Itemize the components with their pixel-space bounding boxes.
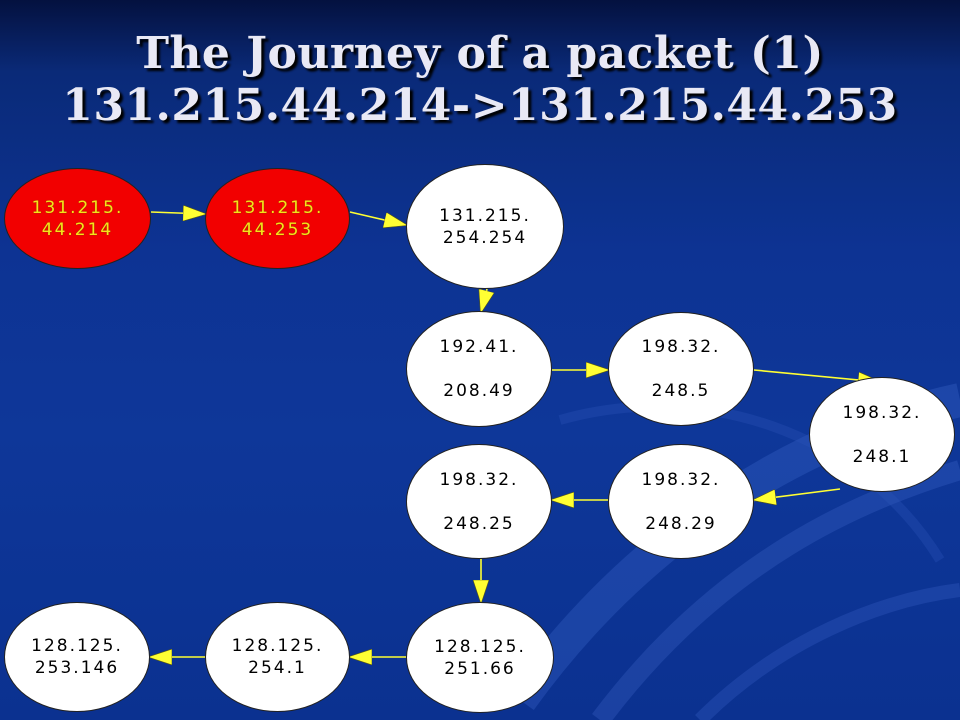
node-label-line2: 248.1 — [852, 446, 912, 467]
node-label-line1: 131.215. — [231, 197, 324, 218]
title-line-1: The Journey of a packet (1) — [136, 28, 824, 79]
node-n5: 198.32. 248.5 — [608, 312, 754, 426]
node-label-line1: 128.125. — [31, 636, 123, 656]
node-label-line2: 44.253 — [241, 219, 314, 240]
node-label-line2: 248.5 — [651, 381, 711, 401]
node-label-line1: 198.32. — [641, 337, 721, 357]
arrow-n6-to-n7 — [754, 488, 841, 500]
node-label-line2: 248.25 — [443, 513, 515, 534]
node-n2: 131.215. 44.253 — [205, 168, 350, 269]
arrow-n3-to-n4 — [481, 289, 487, 312]
node-label-line1: 131.215. — [31, 197, 124, 218]
node-label-line2: 44.214 — [41, 219, 114, 240]
node-label-line2: 248.29 — [645, 513, 717, 534]
title-line-2: 131.215.44.214->131.215.44.253 — [62, 80, 898, 131]
node-n7: 198.32. 248.29 — [608, 444, 754, 559]
node-label-line2: 254.254 — [442, 227, 528, 248]
node-n9: 128.125. 251.66 — [406, 602, 554, 713]
node-n1: 131.215. 44.214 — [4, 168, 151, 269]
arrow-n2-to-n3 — [349, 211, 406, 225]
node-n3: 131.215. 254.254 — [406, 164, 564, 289]
node-label-line1: 192.41. — [439, 337, 519, 357]
node-label-line1: 198.32. — [641, 469, 721, 490]
node-label-line1: 131.215. — [439, 205, 531, 226]
node-label-line1: 128.125. — [434, 636, 526, 657]
node-n4: 192.41. 208.49 — [406, 311, 552, 427]
node-label-line1: 198.32. — [842, 402, 922, 423]
node-label-line2: 208.49 — [443, 381, 515, 401]
node-label-line1: 198.32. — [439, 469, 519, 490]
node-n11: 128.125. 253.146 — [4, 602, 150, 712]
node-n6: 198.32. 248.1 — [809, 377, 955, 492]
node-n8: 198.32. 248.25 — [406, 444, 552, 559]
node-label-line2: 254.1 — [248, 658, 307, 678]
node-label-line1: 128.125. — [231, 636, 324, 656]
node-label-line2: 251.66 — [444, 658, 516, 679]
node-label-line2: 253.146 — [34, 658, 120, 678]
node-n10: 128.125. 254.1 — [205, 602, 350, 712]
slide-title: The Journey of a packet (1) 131.215.44.2… — [0, 28, 960, 132]
arrow-n1-to-n2 — [150, 212, 205, 214]
